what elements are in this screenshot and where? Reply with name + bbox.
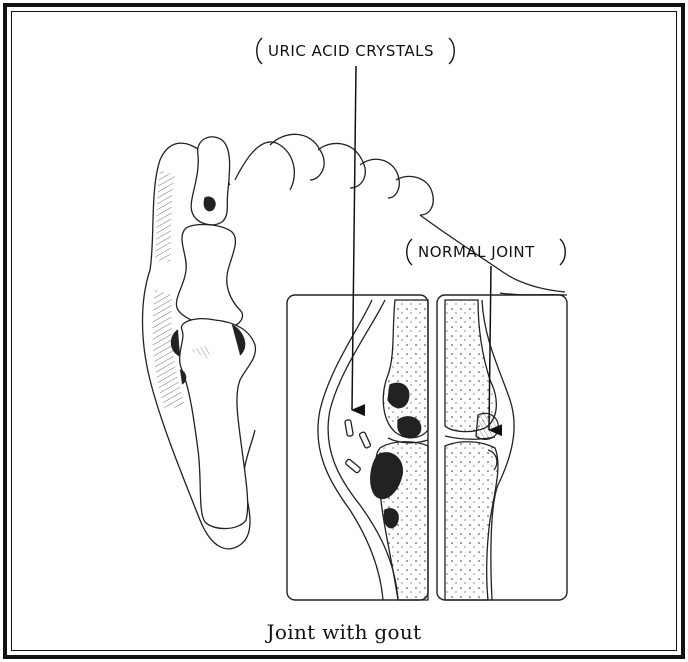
proximal-phalanx bbox=[176, 225, 242, 329]
uric-acid-crystals-label: URIC ACID CRYSTALS bbox=[268, 42, 434, 60]
normal-joint-label: NORMAL JOINT bbox=[418, 243, 535, 261]
toe-bones bbox=[172, 137, 256, 529]
label-brackets bbox=[257, 38, 566, 265]
figure-caption: Joint with gout bbox=[0, 620, 688, 644]
distal-phalanx bbox=[191, 137, 229, 225]
